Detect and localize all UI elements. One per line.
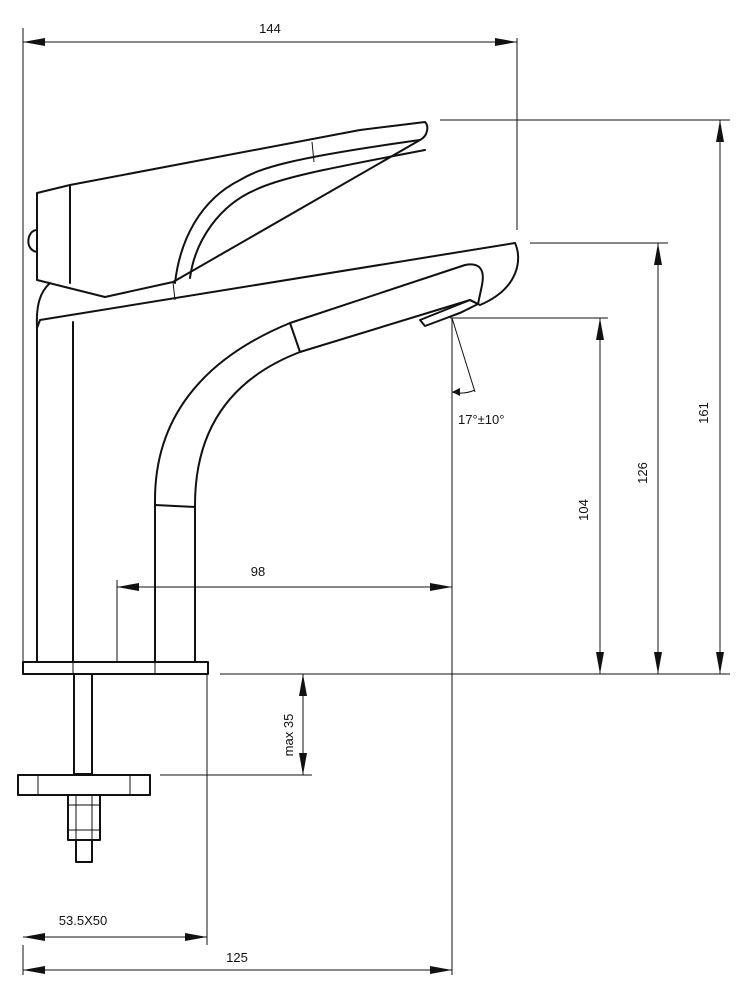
extension-lines (22, 28, 730, 975)
spout-seam (289, 322, 301, 353)
dim-height-total: 161 (696, 402, 711, 424)
lever-underside (174, 139, 421, 284)
dim-spout-reach: 98 (251, 564, 265, 579)
spout-upper-edge (36, 242, 520, 329)
base-plate (22, 661, 209, 675)
lever-back-knob (27, 229, 38, 253)
dim-base-reach: 125 (226, 950, 248, 965)
base-plate-divisions (72, 662, 156, 674)
dim-overall-width: 144 (259, 21, 281, 36)
mounting-assembly (17, 661, 209, 863)
faucet-outline (27, 121, 520, 663)
dim-plate-size: 53.5X50 (59, 913, 107, 928)
hex-nut (67, 794, 101, 841)
rod-end (75, 839, 93, 863)
body-column (36, 321, 74, 663)
lever-underside-inner (189, 149, 426, 279)
lever-handle (36, 121, 429, 298)
hex-nut-faces (68, 795, 100, 840)
lever-base-seam (172, 281, 176, 301)
angle-indicator (451, 317, 476, 394)
mounting-plate-divisions (37, 775, 131, 795)
spout-lower-edge (154, 263, 484, 663)
dim-outlet-angle: 17°±10° (458, 412, 504, 427)
lever-seam (311, 141, 315, 163)
dimension-lines (22, 28, 730, 975)
spout-inner-edge (194, 299, 471, 663)
dim-height-outlet: 104 (576, 499, 591, 521)
aerator (419, 299, 479, 327)
aerator-detail (424, 309, 467, 327)
dim-max-deck-thickness: max 35 (281, 714, 296, 757)
threaded-rod (73, 673, 93, 775)
body-back-bump (35, 282, 51, 329)
dim-height-spout-top: 126 (635, 462, 650, 484)
spout-neck-seam (154, 504, 196, 508)
